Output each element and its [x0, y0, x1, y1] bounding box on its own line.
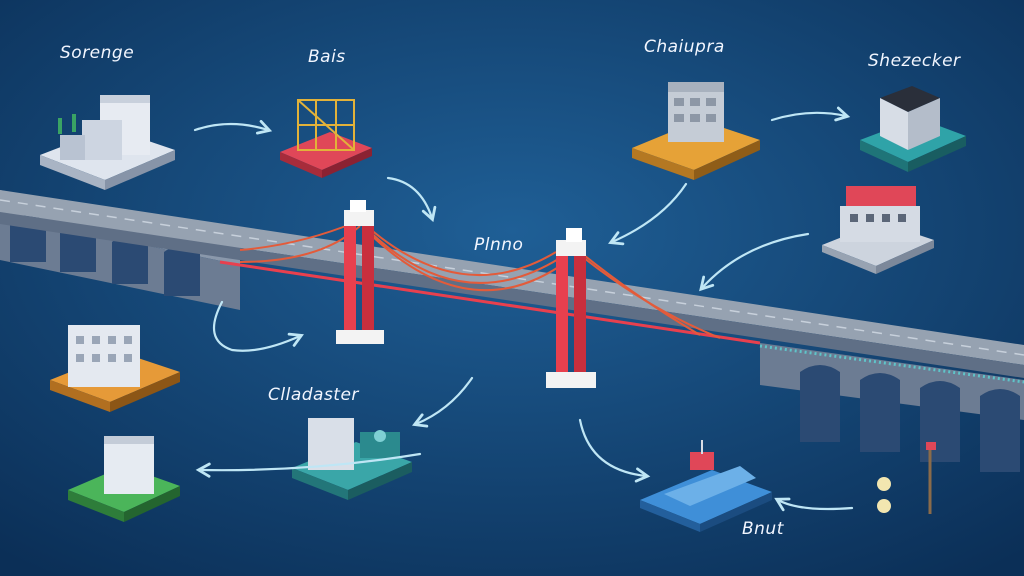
building-clladaster [292, 418, 412, 500]
flow-arrows [193, 106, 854, 512]
bridge-tower-left [336, 200, 384, 344]
arrow-5 [699, 232, 810, 292]
building-chaiupra [632, 82, 760, 180]
label-plnno: Plnno [474, 235, 523, 255]
bridge-tower-right [546, 228, 596, 388]
building-bais [280, 99, 372, 178]
arrow-1 [193, 119, 273, 135]
building-shezecker [860, 86, 966, 172]
right-viaduct [759, 343, 1024, 472]
bridge-deck [0, 190, 1024, 365]
building-green-lot [68, 436, 180, 522]
label-shezecker: Shezecker [868, 51, 961, 71]
label-clladaster: Clladaster [268, 385, 359, 405]
label-bais: Bais [308, 47, 346, 67]
label-bnut: Bnut [742, 519, 785, 539]
arrow-9 [195, 452, 422, 478]
small-tower-markers [877, 442, 936, 514]
arrow-10 [774, 497, 854, 512]
arrow-4 [770, 106, 851, 122]
label-sorenge: Sorenge [60, 43, 134, 63]
arrow-6 [212, 300, 304, 352]
arrow-3 [608, 182, 688, 246]
building-bnut [640, 440, 772, 532]
suspension-bridge [0, 190, 1024, 472]
label-chaiupra: Chaiupra [644, 37, 725, 57]
building-apartment [50, 325, 180, 412]
building-sorenge [40, 95, 175, 190]
arrow-7 [411, 376, 474, 428]
arrow-8 [578, 418, 651, 483]
arrow-2 [386, 176, 437, 223]
building-machinery [822, 186, 934, 274]
